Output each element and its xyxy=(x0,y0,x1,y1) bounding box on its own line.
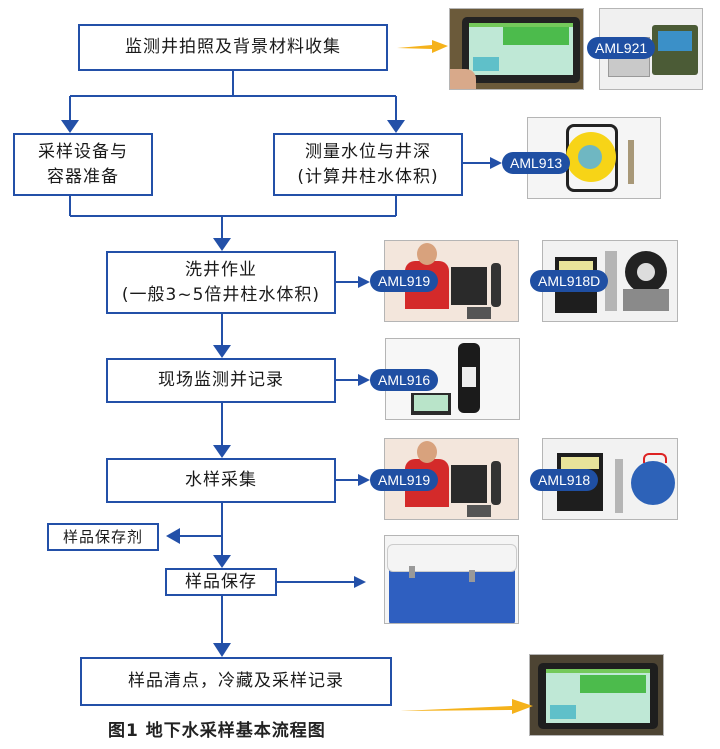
step-well-purging: 洗井作业 (一般3~5倍井柱水体积) xyxy=(106,251,336,314)
tablet xyxy=(467,307,491,319)
arrowhead-down xyxy=(387,120,405,133)
arrowhead-right xyxy=(358,374,370,386)
arrowhead-right xyxy=(358,474,370,486)
arrowhead-down xyxy=(213,445,231,458)
step-label: 样品清点，冷藏及采样记录 xyxy=(128,671,344,691)
step-label: 现场监测并记录 xyxy=(158,370,284,390)
arrowhead-down xyxy=(61,120,79,133)
arrowhead-right xyxy=(358,276,370,288)
pump-cylinder xyxy=(615,459,623,513)
tablet-record-photo xyxy=(529,654,664,736)
person-head xyxy=(417,243,437,265)
arrowhead-right xyxy=(490,157,502,169)
aml918-photo xyxy=(542,438,678,520)
aml919-photo xyxy=(384,240,519,322)
equipment-badge: AML919 xyxy=(370,270,439,292)
yellow-arrow xyxy=(400,699,533,714)
cooler-photo xyxy=(384,535,519,624)
step-label: 样品保存 xyxy=(185,571,257,592)
step-label: 容器准备 xyxy=(47,166,119,187)
tablet-screen xyxy=(414,395,448,411)
tablet-screen xyxy=(546,669,650,723)
step-label: 样品保存剂 xyxy=(62,528,143,546)
probe-label xyxy=(462,367,476,387)
equipment-badge: AML921 xyxy=(587,37,656,59)
pump-screen xyxy=(561,457,599,469)
probe xyxy=(628,140,634,184)
step-label: (计算井柱水体积) xyxy=(297,166,439,187)
arrowhead-left xyxy=(166,528,180,544)
equipment-badge: AML918 xyxy=(530,469,599,491)
latch xyxy=(409,566,415,578)
pump-cylinder xyxy=(605,251,617,311)
pump-bottle xyxy=(491,461,501,505)
pump-case xyxy=(451,267,487,305)
pump-bottle xyxy=(491,263,501,307)
camera-screen xyxy=(658,31,692,51)
hose-reel-core xyxy=(637,263,655,281)
yellow-arrow xyxy=(397,40,448,53)
reel-hub xyxy=(578,145,602,169)
hand xyxy=(450,69,476,89)
step-label: 水样采集 xyxy=(185,470,257,490)
step-inventory-record: 样品清点，冷藏及采样记录 xyxy=(80,657,392,706)
equipment-badge: AML918D xyxy=(530,270,609,292)
arrowhead-down xyxy=(213,643,231,657)
tablet-screen xyxy=(469,23,573,75)
reel-handle xyxy=(643,453,667,463)
tablet xyxy=(467,505,491,517)
arrowhead-down xyxy=(213,555,231,568)
hose-reel xyxy=(631,461,675,505)
figure-caption: 图1 地下水采样基本流程图 xyxy=(108,721,326,741)
step-label: 测量水位与井深 xyxy=(305,141,431,162)
motor xyxy=(623,289,669,311)
step-preservative: 样品保存剂 xyxy=(47,523,159,551)
step-label: (一般3~5倍井柱水体积) xyxy=(121,284,321,305)
step-label: 洗井作业 xyxy=(185,259,257,280)
step-equipment-prep: 采样设备与 容器准备 xyxy=(13,133,153,196)
step-measure-water-level: 测量水位与井深 (计算井柱水体积) xyxy=(273,133,463,196)
equipment-badge: AML919 xyxy=(370,469,439,491)
arrowhead-right xyxy=(354,576,366,588)
cooler-lid xyxy=(387,544,517,572)
pump-screen xyxy=(559,261,593,271)
equipment-badge: AML916 xyxy=(370,369,439,391)
person-head xyxy=(417,441,437,463)
step-label: 采样设备与 xyxy=(38,141,128,162)
arrowhead-down xyxy=(213,345,231,358)
pump-case xyxy=(451,465,487,503)
latch xyxy=(469,570,475,582)
tablet-photo xyxy=(449,8,584,90)
equipment-badge: AML913 xyxy=(502,152,571,174)
arrowhead-down xyxy=(213,238,231,251)
step-label: 监测井拍照及背景材料收集 xyxy=(125,37,341,57)
